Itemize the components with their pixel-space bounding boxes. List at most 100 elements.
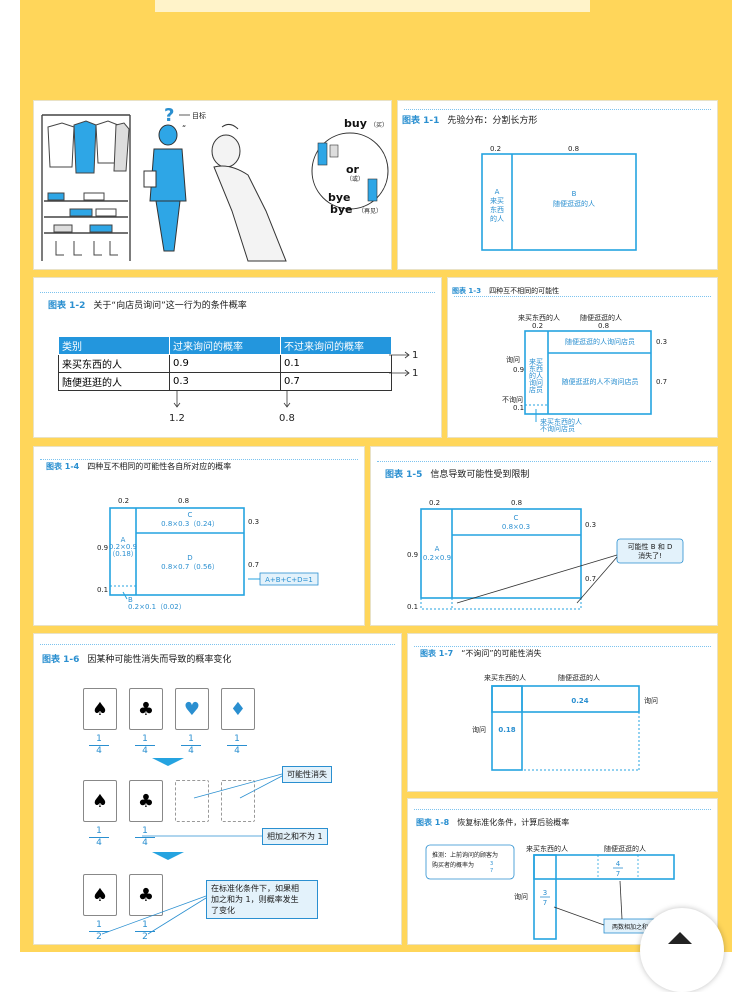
region-a-line: 的人 [490,214,504,223]
inference-frac-den: 7 [490,868,493,874]
header-b: 随便逛逛的人 [580,313,622,322]
sum-callout [259,572,319,586]
scroll-to-top-button[interactable] [640,908,724,992]
or-text: or [346,163,360,176]
cell-d-value: 0.8×0.7（0.56） [161,563,219,571]
header-cell: 过来询问的概率 [169,336,281,355]
bye-caption: （再见） [358,208,382,215]
header-a: 来买东西的人 [526,844,568,853]
right-value-03: 0.3 [656,338,667,346]
card-club: ♣ [129,688,163,730]
figure-1-7: 图表 1-7“不询问”的可能性消失 来买东西的人 随便逛逛的人 0.24 0.1… [407,633,718,792]
right-value-07: 0.7 [585,575,596,583]
left-label-ask: 询问 [506,355,520,364]
region-a-line: 东西 [490,205,504,214]
header-a: 来买东西的人 [484,673,526,682]
bottom-label-line: 不询问店员 [540,424,575,433]
svg-text:“: “ [182,124,186,133]
right-value-07: 0.7 [656,378,667,386]
region-b-line: 随便逛逛的人 [553,199,595,208]
top-label-a: 0.2 [532,322,543,330]
cell-b-label: B [128,596,133,604]
row-sum-1: 1 [412,350,418,361]
frac-3-den: 7 [543,899,547,907]
left-label-ask: 询问 [514,892,528,901]
card-spade: ♠ [83,780,117,822]
card-empty-slot [175,780,209,822]
inference-frac-num: 3 [490,861,493,867]
inference-callout [425,844,515,880]
table-row: 随便逛逛的人 0.3 0.7 [58,372,392,391]
cell-a-line: 的人 [529,371,543,380]
table-cell: 随便逛逛的人 [58,372,170,391]
right-value-07: 0.7 [248,561,259,569]
strip-a [491,685,523,771]
top-label-b: 0.8 [178,497,189,505]
callout-possibility-lost: 可能性消失 [282,766,332,783]
cell-c-label: 随便逛逛的人询问店员 [565,337,635,346]
cell-c-value: 0.8×0.3（0.24） [161,520,219,528]
conditional-probability-table: 类别 过来询问的概率 不过来询问的概率 来买东西的人 0.9 0.1 随便逛逛的… [58,336,392,391]
left-label-noask: 不询问 [502,395,523,404]
down-arrow [152,852,184,860]
left-value-09: 0.9 [407,551,418,559]
illustration-panel: ? 目标 “ buy （买） or （或） bye bye （再见） [33,100,392,270]
note-callout [616,538,684,564]
top-label-b: 0.8 [598,322,609,330]
row-sum-2: 1 [412,368,418,379]
frac-4-den: 7 [616,870,620,878]
cell-a-label: A [121,536,126,544]
left-value-01: 0.1 [407,603,418,611]
or-caption: （或） [346,175,364,183]
card-spade: ♠ [83,874,117,916]
cell-a-line: 店员 [529,385,543,394]
outer-rect [524,330,652,415]
callout-sum-not-one: 相加之和不为 1 [262,828,328,845]
mini-figures [317,142,378,202]
left-label-ask: 询问 [472,725,486,734]
right-label-ask: 询问 [644,696,658,705]
strip-a [533,854,557,940]
top-strip [155,0,590,12]
top-label-a: 0.2 [490,145,501,153]
strip-c [491,685,640,713]
question-mark: ? [164,105,174,126]
note-line: 消失了! [638,551,662,560]
bye-text-1: bye [328,191,351,204]
frac-3-num: 3 [543,889,547,897]
value-024: 0.24 [571,697,588,705]
top-label-a: 0.2 [118,497,129,505]
left-value-09: 0.9 [97,544,108,552]
left-value-01: 0.1 [97,586,108,594]
cell-a-label: A [435,545,440,553]
clerk-figure [211,123,287,262]
table-header-row: 类别 过来询问的概率 不过来询问的概率 [58,336,392,355]
callout-normalize: 在标准化条件下，如果相加之和为 1，则概率发生了变化 [206,880,318,919]
header-b: 随便逛逛的人 [558,673,600,682]
hanging-clothes [47,120,130,256]
card-spade: ♠ [83,688,117,730]
cell-c-value: 0.8×0.3 [502,523,530,531]
card-club: ♣ [129,780,163,822]
cell-a-line: 东西 [529,364,543,373]
card-club: ♣ [129,874,163,916]
target-label: 目标 [192,111,206,120]
frac-4-num: 4 [616,860,621,868]
cell-a-line: 来买 [529,358,543,366]
choice-circle [311,132,389,210]
card-heart: ♥ [175,688,209,730]
